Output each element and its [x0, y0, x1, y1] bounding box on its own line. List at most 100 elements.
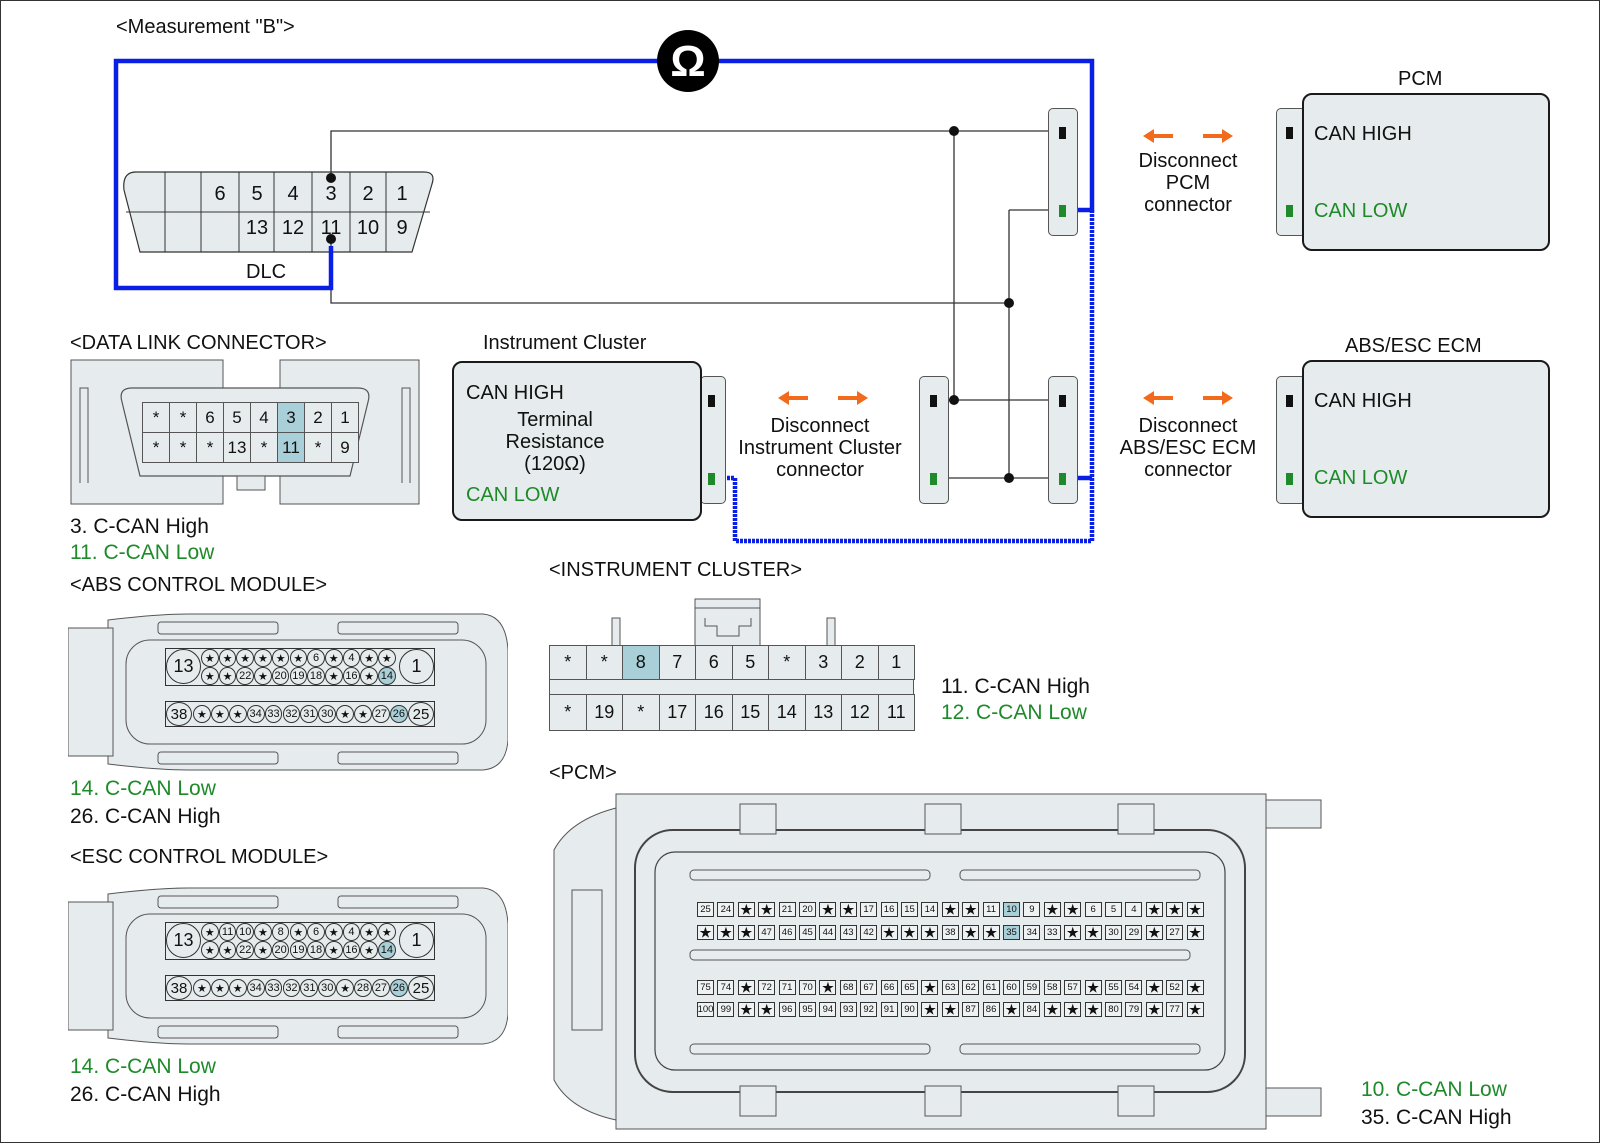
- can-low-pin: [708, 473, 715, 485]
- dlc-pin: *: [169, 432, 197, 463]
- can-high-pin: [1286, 395, 1293, 407]
- pcm-pin: 43: [839, 925, 857, 940]
- pcm-pin: 59: [1023, 980, 1041, 995]
- abs-harness-plug: [1048, 376, 1078, 504]
- abs-disconnect-label: Disconnect ABS/ESC ECM connector: [1098, 415, 1278, 481]
- connector-pin: 31: [300, 705, 319, 723]
- connector-pin: ★: [324, 649, 343, 667]
- dlc-pin: 9: [331, 432, 359, 463]
- connector-pin: 14: [378, 941, 396, 959]
- pcm-pin: 21: [778, 902, 796, 917]
- disconnect-line: connector: [1144, 459, 1232, 481]
- pcm-pin: ★: [1084, 925, 1102, 940]
- connector-pin: ★: [324, 923, 343, 941]
- pcm-pin: ★: [1145, 925, 1163, 940]
- connector-pin: ★: [336, 705, 355, 723]
- disconnect-line: ABS/ESC ECM: [1119, 437, 1257, 459]
- resistor-label-line: Resistance: [505, 431, 605, 453]
- pcm-pin: 62: [962, 980, 980, 995]
- pcm-pin: 45: [799, 925, 816, 940]
- esc-connector-housing: [68, 887, 508, 1045]
- dlc-pin-number: 10: [356, 217, 380, 239]
- connector-pin: 4: [342, 923, 361, 941]
- pin-1: 1: [399, 649, 434, 684]
- ic-pin: 7: [658, 645, 696, 680]
- pin-13: 13: [166, 649, 201, 684]
- pin-38: 38: [166, 976, 192, 1000]
- disconnect-line: Disconnect: [1138, 150, 1238, 172]
- pin-legend-item: 35. C-CAN High: [1361, 1106, 1512, 1129]
- connector-pin: ★: [360, 649, 378, 667]
- can-high-pin: [1059, 127, 1066, 139]
- pcm-pin: 35: [1003, 925, 1020, 940]
- pcm-pin: 96: [778, 1002, 796, 1017]
- connector-pin: 10: [236, 923, 255, 941]
- connector-pin: ★: [254, 649, 272, 667]
- connector-pin: 16: [342, 667, 361, 685]
- connector-pin: 27: [372, 979, 390, 997]
- connector-pin: 32: [282, 979, 301, 997]
- pcm-pin: ★: [921, 1002, 939, 1017]
- ic-pin: 16: [695, 694, 733, 731]
- connector-pin: ★: [201, 649, 219, 667]
- pcm-pin: ★: [941, 1002, 959, 1017]
- abs-can-high: CAN HIGH: [1314, 390, 1412, 412]
- can-high-wire: [330, 130, 1058, 178]
- pcm-pin: ★: [717, 925, 735, 940]
- ic-pin: *: [768, 645, 806, 680]
- ic-module-box: CAN HIGH Terminal Resistance (120Ω) CAN …: [452, 361, 702, 521]
- pcm-pin: 33: [1043, 925, 1061, 940]
- connector-pin: ★: [324, 941, 343, 959]
- pin-legend-item: 26. C-CAN High: [70, 805, 221, 828]
- dlc-pin: 1: [331, 402, 359, 433]
- pin-25: 25: [408, 702, 434, 726]
- connector-pin: 28: [354, 979, 372, 997]
- pin-38: 38: [166, 702, 192, 726]
- abs-can-low: CAN LOW: [1314, 467, 1408, 489]
- pcm-pin: ★: [1145, 1002, 1163, 1017]
- measurement-title: <Measurement "B">: [116, 16, 295, 38]
- can-low-pin: [1286, 205, 1293, 217]
- ic-terminal-resistance: Terminal Resistance (120Ω): [490, 409, 620, 475]
- connector-pin: ★: [254, 667, 272, 685]
- connector-pin: 34: [246, 705, 265, 723]
- dlc-pin: *: [142, 402, 170, 433]
- pcm-pin: ★: [982, 925, 1000, 940]
- pcm-module-plug: [1276, 108, 1306, 236]
- pin-legend-item: 14. C-CAN Low: [70, 777, 216, 800]
- pcm-pin: 34: [1023, 925, 1041, 940]
- pcm-pin: 70: [799, 980, 816, 995]
- connector-pin: ★: [289, 923, 308, 941]
- pin-1: 1: [399, 923, 434, 958]
- pcm-pin: 24: [717, 902, 735, 917]
- connector-pin: 18: [307, 941, 325, 959]
- connector-pin: ★: [324, 667, 343, 685]
- pcm-connector-title: <PCM>: [549, 762, 617, 784]
- pcm-pin: ★: [819, 980, 837, 995]
- pcm-pin: ★: [921, 925, 939, 940]
- pcm-pin: ★: [697, 925, 714, 940]
- ic-pin: 13: [804, 694, 842, 731]
- pcm-pin: ★: [1064, 925, 1082, 940]
- dlc-pin: *: [142, 432, 170, 463]
- pcm-pin: 20: [799, 902, 816, 917]
- pcm-pin: 15: [901, 902, 918, 917]
- pcm-pin: 79: [1125, 1002, 1143, 1017]
- connector-pin: 11: [218, 923, 237, 941]
- ic-pin: 8: [622, 645, 660, 680]
- pcm-pin: ★: [962, 925, 980, 940]
- dlc-pin: 2: [304, 402, 332, 433]
- connector-pin: ★: [236, 649, 255, 667]
- connector-pin: 18: [307, 667, 325, 685]
- pin-legend-item: 11. C-CAN Low: [70, 541, 215, 564]
- ic-connector-title: <INSTRUMENT CLUSTER>: [549, 559, 803, 581]
- connector-pin: 30: [318, 705, 337, 723]
- resistor-label-line: (120Ω): [524, 453, 586, 475]
- pcm-pin: 58: [1043, 980, 1061, 995]
- pcm-pin: 100: [697, 1002, 714, 1017]
- ic-can-low: CAN LOW: [466, 484, 560, 506]
- pcm-module-title: PCM: [1398, 68, 1443, 90]
- pcm-can-low: CAN LOW: [1314, 200, 1408, 222]
- dlc-pin-number: 5: [251, 183, 263, 205]
